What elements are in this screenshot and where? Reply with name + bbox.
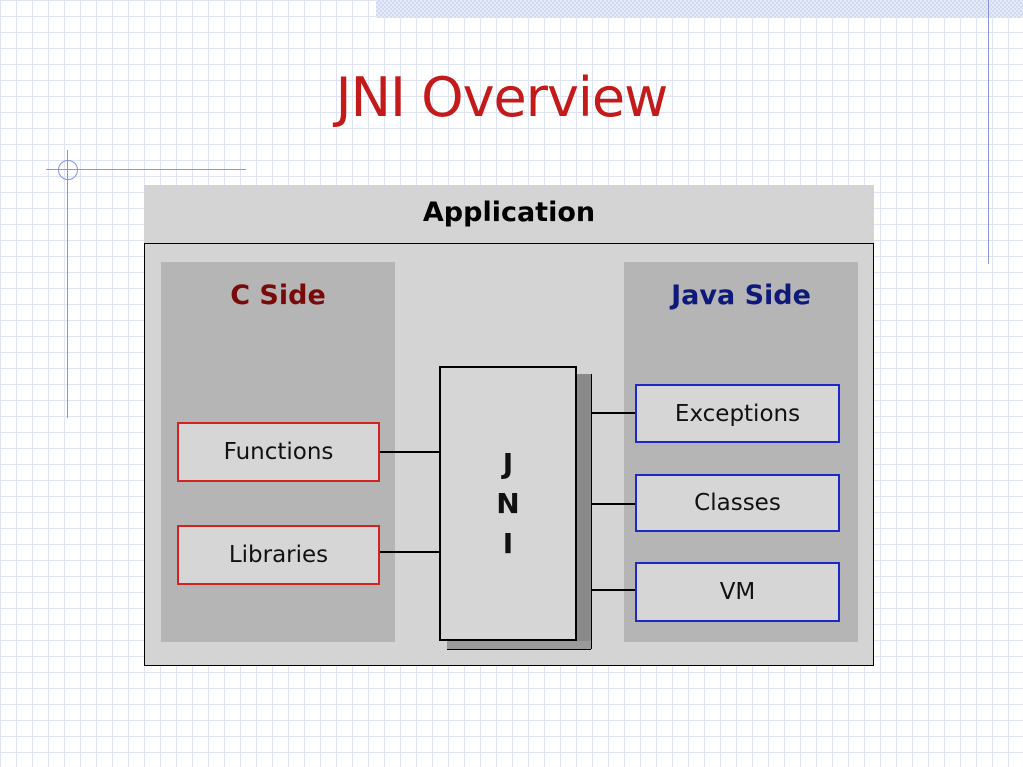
exceptions-box: Exceptions (635, 384, 840, 443)
jni-block: J N I (439, 366, 577, 641)
header-decoration-band (376, 0, 1023, 18)
slide-title: JNI Overview (335, 66, 669, 129)
jni-block-side (577, 374, 592, 649)
jni-letter-j: J (502, 446, 514, 480)
decorative-line-horizontal (46, 169, 246, 170)
jni-letter-i: I (502, 526, 514, 560)
decorative-line-right (988, 0, 989, 264)
vm-connector (591, 589, 636, 591)
application-frame: C Side Java Side Functions Libraries J N… (144, 243, 874, 666)
java-side-title: Java Side (671, 280, 811, 311)
classes-box: Classes (635, 474, 840, 532)
functions-connector (380, 451, 439, 453)
decorative-line-left (67, 150, 68, 418)
c-side-title: C Side (230, 280, 326, 311)
jni-diagram: Application C Side Java Side Functions L… (144, 185, 874, 666)
functions-box: Functions (177, 422, 380, 482)
classes-connector (591, 503, 636, 505)
exceptions-connector (591, 412, 636, 414)
decorative-circle (58, 160, 78, 180)
jni-block-bottom (447, 641, 591, 650)
libraries-box: Libraries (177, 525, 380, 585)
application-label: Application (422, 197, 596, 228)
vm-box: VM (635, 562, 840, 622)
jni-letter-n: N (496, 486, 520, 520)
libraries-connector (380, 551, 439, 553)
